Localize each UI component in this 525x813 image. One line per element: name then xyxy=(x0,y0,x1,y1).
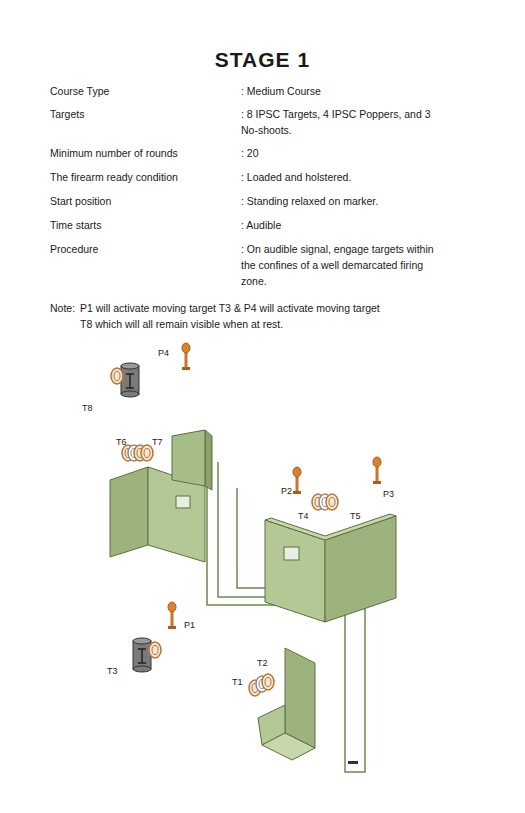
field-name: Time starts xyxy=(50,217,102,233)
field-name: Targets xyxy=(50,106,84,122)
callout-label: T2 xyxy=(257,658,268,669)
stage-title: STAGE 1 xyxy=(0,52,525,68)
callout-label: T3 xyxy=(107,666,118,677)
field-value: : Loaded and holstered. xyxy=(241,169,351,185)
callout-label: T4 xyxy=(298,511,309,522)
field-value: : Medium Course xyxy=(241,83,321,99)
field-value: : On audible signal, engage targets with… xyxy=(241,241,441,289)
callout-label: T8 xyxy=(82,403,93,414)
field-name: Start position xyxy=(50,193,111,209)
callout-label: P2 xyxy=(281,486,292,497)
field-name: Course Type xyxy=(50,83,109,99)
field-name: Minimum number of rounds xyxy=(50,145,178,161)
callout-label: T7 xyxy=(152,437,163,448)
field-value: : 8 IPSC Targets, 4 IPSC Poppers, and 3 … xyxy=(241,106,431,138)
field-value: : Audible xyxy=(241,217,281,233)
callout-label: T6 xyxy=(116,437,127,448)
note-text: P1 will activate moving target T3 & P4 w… xyxy=(80,300,385,332)
callout-label: P3 xyxy=(383,489,394,500)
field-name: Procedure xyxy=(50,241,98,257)
callout-label: T5 xyxy=(350,511,361,522)
field-value: : Standing relaxed on marker. xyxy=(241,193,378,209)
callout-label: P4 xyxy=(158,348,169,359)
callout-label: P1 xyxy=(184,620,195,631)
note-heading: Note: xyxy=(50,300,75,316)
field-name: The firearm ready condition xyxy=(50,169,178,185)
field-value: : 20 xyxy=(241,145,259,161)
callout-label: T1 xyxy=(232,677,243,688)
